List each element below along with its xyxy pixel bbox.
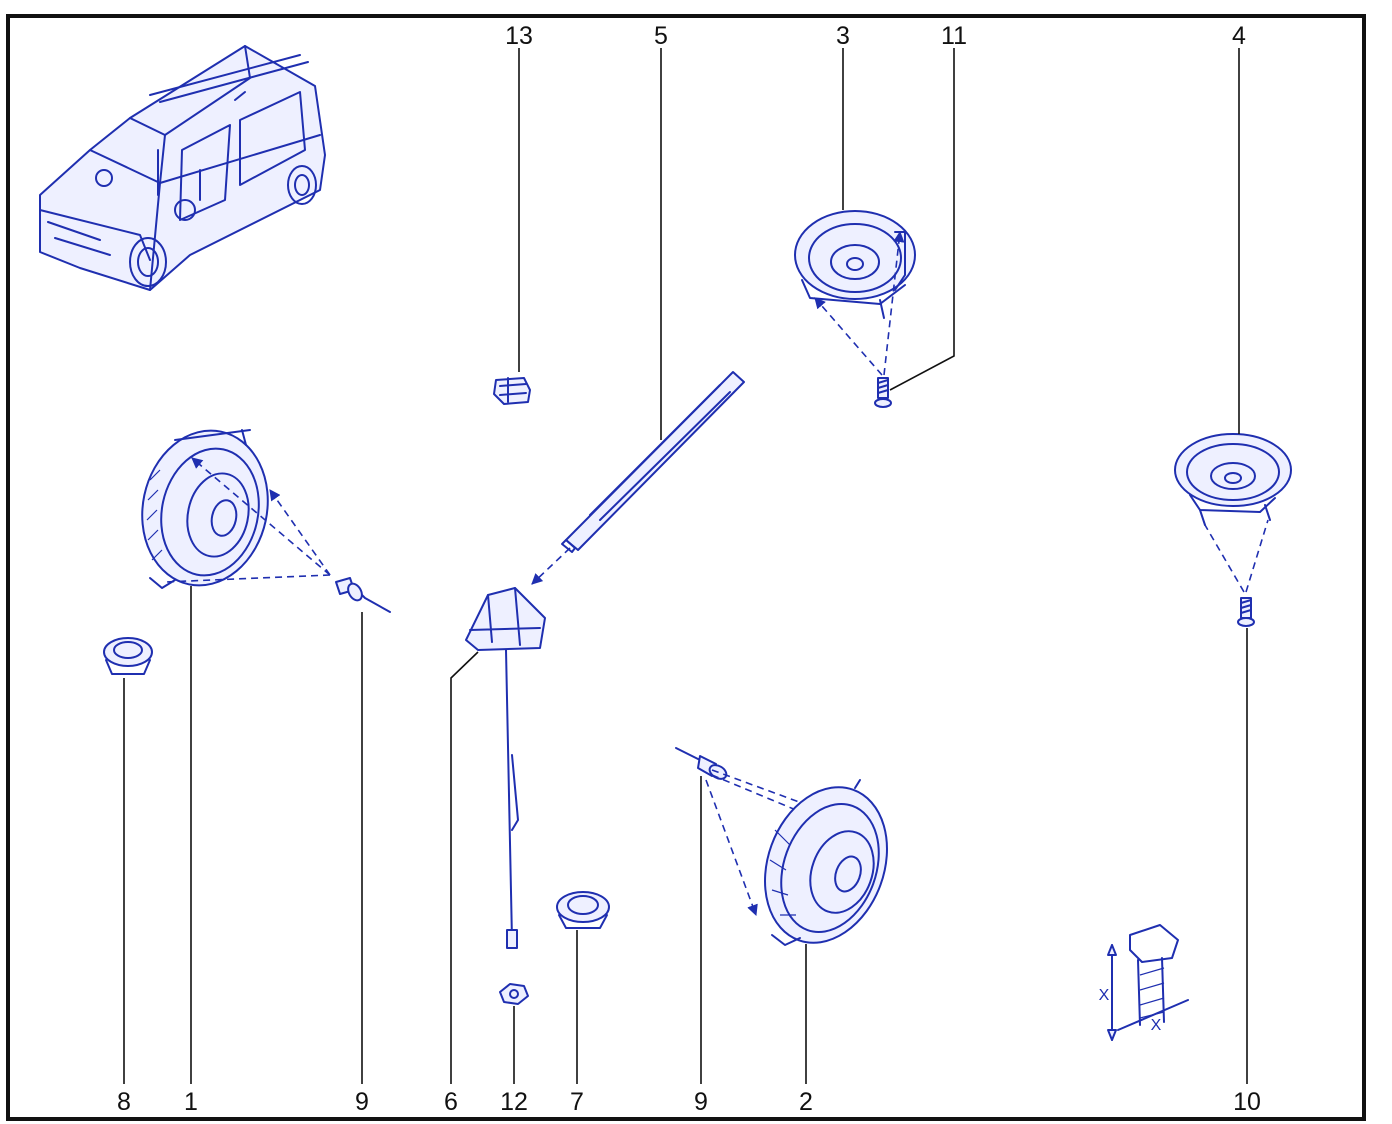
clip-icon <box>493 377 531 405</box>
callout-10: 10 <box>1233 1088 1261 1116</box>
callouts-top: 13 5 3 11 4 <box>505 22 1246 50</box>
callout-9-right: 9 <box>694 1088 708 1116</box>
rear-speaker-icon <box>1174 433 1292 526</box>
tweeter-icon <box>556 891 610 929</box>
callout-4: 4 <box>1232 22 1246 50</box>
dimension-mark-length: X <box>1099 987 1110 1004</box>
callout-2: 2 <box>799 1088 813 1116</box>
callout-6: 6 <box>444 1088 458 1116</box>
callout-8: 8 <box>117 1088 131 1116</box>
tweeter-icon <box>103 637 153 675</box>
diagram-frame <box>6 14 1366 1121</box>
bolt-dimension-icon: X X <box>1099 924 1189 1041</box>
rivet-icon <box>335 577 391 613</box>
rivet-icon <box>675 747 728 780</box>
callout-9-left: 9 <box>355 1088 369 1116</box>
dimension-mark-thread: X <box>1151 1017 1162 1034</box>
callout-5: 5 <box>654 22 668 50</box>
dashboard-speaker-icon <box>794 210 916 319</box>
callout-7: 7 <box>570 1088 584 1116</box>
screw-icon <box>1237 597 1255 627</box>
nut-icon <box>499 983 529 1005</box>
callout-3: 3 <box>836 22 850 50</box>
callout-13: 13 <box>505 22 533 50</box>
screw-icon <box>874 377 892 408</box>
rear-door-speaker-icon <box>764 779 888 946</box>
callout-11: 11 <box>941 22 967 50</box>
front-door-speaker-icon <box>141 429 269 589</box>
callout-12: 12 <box>500 1088 528 1116</box>
van-icon <box>39 45 326 291</box>
callouts-bottom: 8 1 9 6 12 7 9 2 10 <box>117 1088 1261 1116</box>
callout-1: 1 <box>184 1088 198 1116</box>
antenna-mast-icon <box>561 371 745 553</box>
antenna-base-icon <box>465 587 546 949</box>
leader-lines <box>123 48 1248 1084</box>
